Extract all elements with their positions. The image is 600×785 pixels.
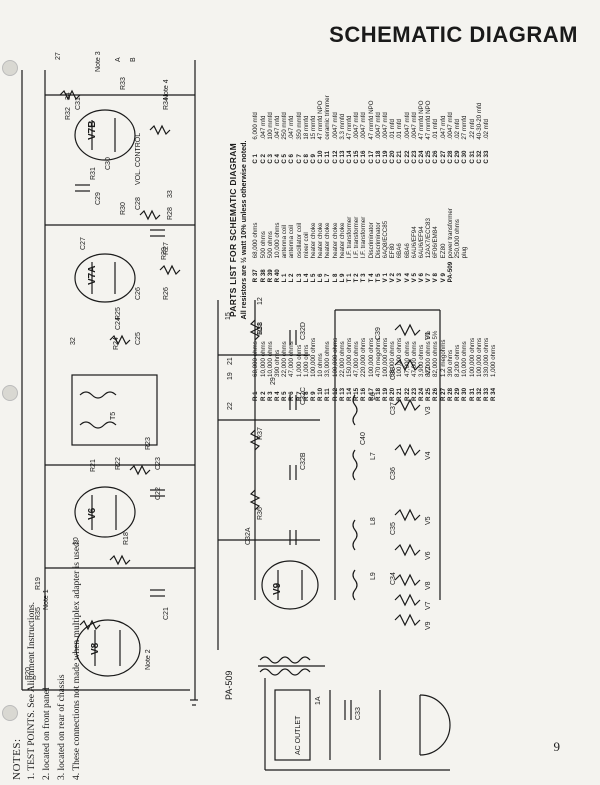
resistor-label: R30: [120, 202, 127, 215]
capacitor-label: C37: [390, 402, 397, 415]
heater-label: V3: [425, 406, 432, 415]
test-point-label: 30: [73, 537, 80, 545]
capacitor-label: C32D: [300, 322, 307, 340]
heater-label: V4: [425, 451, 432, 460]
schematic-annotation: VOL. CONTROL: [135, 133, 142, 185]
resistor-label: R20: [25, 667, 32, 680]
page-number: 9: [553, 739, 561, 754]
schematic-annotation: Note 4: [163, 79, 170, 100]
capacitor-label: C29: [95, 192, 102, 205]
capacitor-label: C36: [390, 467, 397, 480]
test-point-label: 32: [70, 337, 77, 345]
test-point-label: 27: [55, 52, 62, 60]
capacitor-label: C27: [80, 237, 87, 250]
resistor-label: R35: [35, 607, 42, 620]
tube-label: V7A: [87, 266, 98, 285]
resistor-label: R25: [115, 307, 122, 320]
resistor-label: R23: [145, 437, 152, 450]
capacitor-label: C32C: [300, 387, 307, 405]
page-title: SCHEMATIC DIAGRAM: [329, 22, 578, 47]
inductor-label: L6: [370, 392, 377, 400]
test-point-label: 21: [227, 357, 234, 365]
test-point-label: 19: [227, 372, 234, 380]
resistor-label: R22: [115, 457, 122, 470]
capacitor-label: C26: [135, 287, 142, 300]
heater-label: V8: [425, 581, 432, 590]
test-point-label: 34: [65, 92, 72, 100]
capacitor-label: C32B: [300, 452, 307, 470]
capacitor-label: C34: [390, 572, 397, 585]
schematic-annotation: Note 2: [145, 649, 152, 670]
schematic-annotation: Note 1: [43, 589, 50, 610]
binder-hole: [2, 60, 18, 76]
inductor-label: L7: [370, 452, 377, 460]
heater-label: V9: [425, 621, 432, 630]
schematic-annotation: A: [115, 57, 122, 62]
capacitor-label: C39: [375, 327, 382, 340]
binder-hole: [2, 385, 18, 401]
resistor-label: R27: [163, 242, 170, 255]
capacitor-label: C21: [163, 607, 170, 620]
heater-label: V5: [425, 516, 432, 525]
resistor-label: R21: [90, 459, 97, 472]
resistor-label: R34: [163, 97, 170, 110]
test-point-label: 22: [227, 402, 234, 410]
binder-hole: [2, 705, 18, 721]
resistor-label: R24: [113, 337, 120, 350]
capacitor-label: C28: [135, 197, 142, 210]
resistor-label: R19: [35, 577, 42, 590]
capacitor-label: C30: [105, 157, 112, 170]
resistor-label: R31: [90, 167, 97, 180]
resistor-label: R26: [163, 287, 170, 300]
capacitor-label: C31: [75, 97, 82, 110]
resistor-label: R28: [167, 207, 174, 220]
test-point-label: 15: [225, 312, 232, 320]
resistor-label: R18: [123, 532, 130, 545]
test-point-label: 10: [257, 327, 264, 335]
capacitor-label: C23: [155, 457, 162, 470]
transformer-label: PA-509: [224, 671, 234, 700]
schematic-annotation: Note 3: [95, 51, 102, 72]
resistor-label: R38: [257, 322, 264, 335]
capacitor-label: C25: [135, 332, 142, 345]
test-point-label: 33: [167, 190, 174, 198]
resistor-label: R29: [161, 247, 168, 260]
capacitor-label: C35: [390, 522, 397, 535]
capacitor-label: C33: [355, 707, 362, 720]
capacitor-label: C22: [155, 487, 162, 500]
tube-label: V8: [90, 642, 101, 655]
resistor-label: R33: [120, 77, 127, 90]
heater-label: V2: [425, 366, 432, 375]
schematic-annotation: T5: [110, 412, 117, 420]
schematic-annotation: B: [130, 57, 137, 62]
heater-label: V6: [425, 551, 432, 560]
resistor-label: R36: [257, 507, 264, 520]
tube-label: V7B: [87, 121, 98, 140]
outlet-label: AC OUTLET: [295, 715, 302, 755]
test-point-label: 29: [270, 377, 277, 385]
tube-label: V6: [87, 507, 98, 520]
heater-label: V7: [425, 601, 432, 610]
capacitor-label: C32A: [245, 527, 252, 545]
resistor-label: R37: [257, 427, 264, 440]
tube-label: V9: [272, 582, 283, 595]
resistor-label: R32: [65, 107, 72, 120]
inductor-label: L8: [370, 517, 377, 525]
capacitor-label: C24: [115, 317, 122, 330]
inductor-label: L9: [370, 572, 377, 580]
capacitor-label: C38: [390, 367, 397, 380]
capacitor-label: C40: [360, 432, 367, 445]
test-point-label: 31: [257, 322, 264, 330]
heater-label: V1: [425, 331, 432, 340]
switch-label: 1A: [315, 696, 322, 705]
test-point-label: 12: [257, 297, 264, 305]
